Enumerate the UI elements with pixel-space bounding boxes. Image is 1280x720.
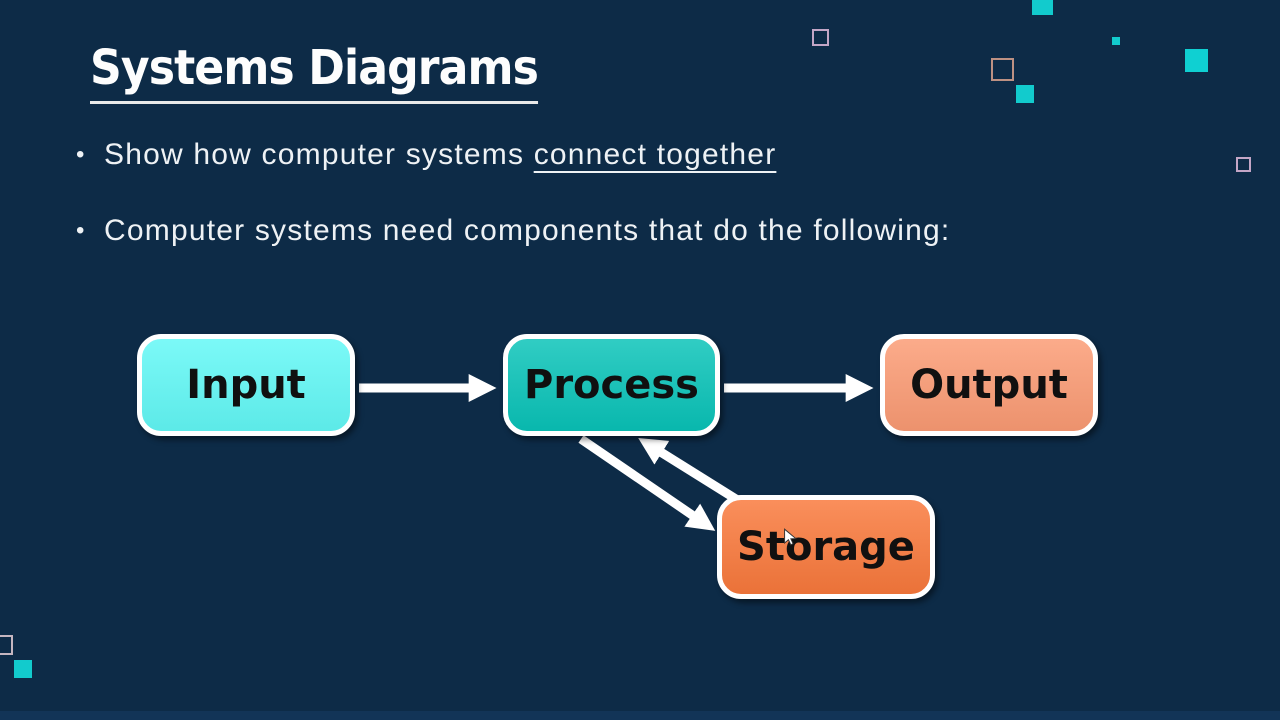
mouse-cursor-icon bbox=[784, 528, 798, 546]
bullet-marker: • bbox=[76, 217, 86, 244]
bottom-edge-strip bbox=[0, 711, 1280, 720]
diagram-node-process: Process bbox=[503, 334, 720, 436]
bullet-marker: • bbox=[76, 141, 86, 168]
decor-square bbox=[1236, 157, 1251, 172]
bullet-2-text: Computer systems need components that do… bbox=[104, 214, 951, 247]
decor-square bbox=[812, 29, 829, 46]
bullet-1-text: Show how computer systems bbox=[104, 138, 534, 171]
bullet-item-1: • Show how computer systems connect toget… bbox=[76, 138, 776, 172]
decor-square bbox=[0, 635, 13, 655]
decor-square bbox=[1112, 37, 1120, 45]
decor-square bbox=[14, 660, 32, 678]
diagram-node-output: Output bbox=[880, 334, 1098, 436]
node-storage-label: Storage bbox=[737, 524, 915, 570]
node-input-label: Input bbox=[186, 362, 306, 408]
diagram-node-storage: Storage bbox=[717, 495, 935, 599]
node-process-label: Process bbox=[524, 362, 699, 408]
diagram-node-input: Input bbox=[137, 334, 355, 436]
decor-square bbox=[1032, 0, 1053, 15]
slide-title: Systems Diagrams bbox=[90, 40, 539, 104]
decor-square bbox=[991, 58, 1014, 81]
decor-square bbox=[1016, 85, 1034, 103]
bullet-item-2: • Computer systems need components that d… bbox=[76, 214, 950, 248]
node-output-label: Output bbox=[910, 362, 1068, 408]
bullet-1-underlined-text: connect together bbox=[533, 138, 777, 171]
decor-square bbox=[1185, 49, 1208, 72]
